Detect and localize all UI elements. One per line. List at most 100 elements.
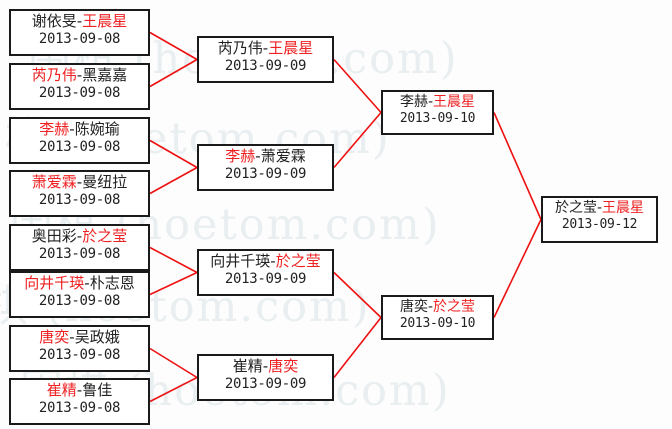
- player-left: 芮乃伟: [31, 66, 77, 84]
- match-players: 唐奕-於之莹: [383, 300, 492, 315]
- player-separator: -: [76, 173, 83, 191]
- player-left: 於之莹: [554, 200, 597, 216]
- player-left: 唐奕: [39, 328, 70, 346]
- player-separator: -: [76, 381, 83, 399]
- connector-r1-3-1: [149, 246, 198, 274]
- player-left: 李赫: [399, 94, 428, 110]
- player-right: 陈婉瑜: [74, 120, 120, 138]
- player-separator: -: [596, 200, 603, 216]
- match-players: 谢依旻-王晨星: [11, 12, 148, 30]
- match-date: 2013-09-12: [561, 216, 638, 232]
- connector-r2-1-2: [333, 111, 382, 169]
- connector-r3-1-2: [493, 219, 542, 318]
- player-separator: -: [69, 328, 75, 346]
- connector-r2-2-1: [333, 271, 382, 319]
- player-right: 鲁佳: [82, 381, 113, 399]
- match-players: 於之莹-王晨星: [543, 201, 656, 216]
- player-left: 萧爱霖: [31, 173, 77, 191]
- player-right: 萧爱霖: [260, 147, 306, 165]
- match-players: 芮乃伟-黑嘉嘉: [11, 66, 148, 84]
- match-date: 2013-09-08: [38, 138, 121, 155]
- match-players: 向井千瑛-於之莹: [199, 252, 332, 270]
- match-players: 崔精-唐奕: [199, 357, 332, 375]
- player-left: 谢依旻: [31, 12, 77, 30]
- connector-r2-2-2: [333, 317, 382, 378]
- player-right: 黑嘉嘉: [82, 66, 128, 84]
- player-separator: -: [76, 227, 83, 245]
- connector-r3-1-1: [493, 112, 542, 220]
- player-separator: -: [255, 147, 261, 165]
- match-date: 2013-09-09: [224, 57, 307, 74]
- player-right: 曼纽拉: [82, 173, 128, 191]
- player-right: 唐奕: [268, 357, 299, 375]
- player-right: 王晨星: [82, 12, 128, 30]
- match-date: 2013-09-08: [38, 346, 121, 363]
- player-left: 李赫: [39, 120, 70, 138]
- match-date: 2013-09-10: [399, 315, 476, 331]
- match-players: 唐奕-吴政娥: [11, 328, 148, 346]
- connector-r1-1-1: [149, 31, 198, 61]
- match-date: 2013-09-08: [38, 84, 121, 101]
- match-players: 李赫-萧爱霖: [199, 147, 332, 165]
- player-right: 吴政娥: [74, 328, 120, 346]
- player-separator: -: [427, 94, 434, 110]
- player-right: 於之莹: [433, 299, 476, 315]
- player-separator: -: [76, 12, 83, 30]
- match-players: 向井千瑛-朴志恩: [11, 274, 148, 292]
- player-left: 唐奕: [399, 299, 428, 315]
- connector-r1-3-2: [149, 271, 198, 296]
- match-date: 2013-09-08: [38, 292, 121, 309]
- player-left: 李赫: [225, 147, 256, 165]
- player-separator: -: [427, 299, 434, 315]
- match-players: 奥田彩-於之莹: [11, 227, 148, 245]
- player-left: 芮乃伟: [217, 39, 263, 57]
- match-players: 李赫-陈婉瑜: [11, 120, 148, 138]
- match-date: 2013-09-09: [224, 375, 307, 392]
- match-date: 2013-09-10: [399, 110, 476, 126]
- connector-r1-4-1: [149, 347, 198, 379]
- match-players: 李赫-王晨星: [383, 95, 492, 110]
- match-players: 芮乃伟-王晨星: [199, 39, 332, 57]
- player-left: 崔精: [46, 381, 77, 399]
- player-right: 王晨星: [433, 94, 476, 110]
- player-separator: -: [262, 39, 269, 57]
- player-separator: -: [76, 66, 83, 84]
- match-date: 2013-09-08: [38, 191, 121, 208]
- connector-r2-1-1: [333, 58, 382, 114]
- match-date: 2013-09-08: [38, 399, 121, 416]
- player-separator: -: [262, 357, 269, 375]
- match-date: 2013-09-08: [38, 30, 121, 47]
- player-right: 王晨星: [602, 200, 645, 216]
- player-right: 王晨星: [268, 39, 314, 57]
- player-right: 於之莹: [275, 252, 321, 270]
- connector-r1-2-2: [149, 166, 198, 195]
- player-separator: -: [270, 252, 276, 270]
- match-players: 崔精-鲁佳: [11, 381, 148, 399]
- match-date: 2013-09-09: [224, 165, 307, 182]
- player-left: 向井千瑛: [210, 252, 271, 270]
- connector-r1-2-1: [149, 139, 198, 169]
- player-left: 向井千瑛: [24, 274, 85, 292]
- player-separator: -: [69, 120, 75, 138]
- connector-r1-1-2: [149, 58, 198, 88]
- connector-r1-4-2: [149, 376, 198, 403]
- player-left: 奥田彩: [31, 227, 77, 245]
- player-left: 崔精: [232, 357, 263, 375]
- player-right: 朴志恩: [89, 274, 135, 292]
